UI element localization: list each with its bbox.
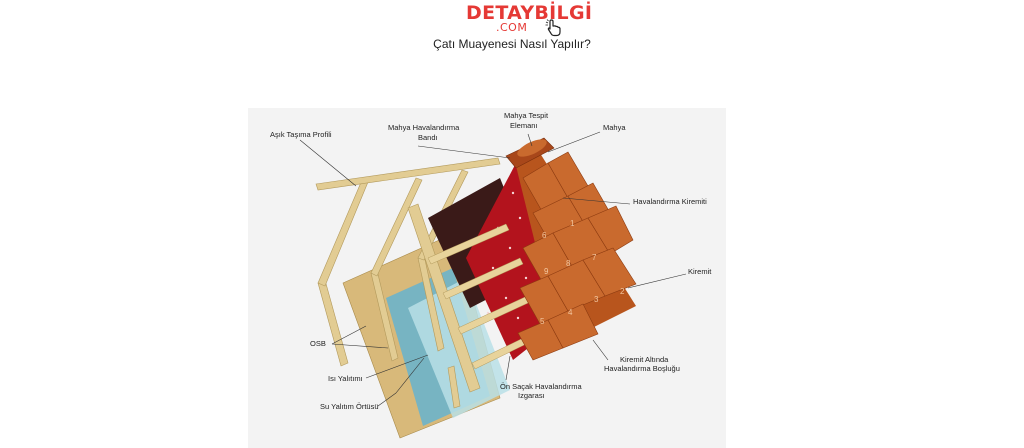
- label-kiremit-altinda-havalandirma-boslugu: Kiremit Altında: [620, 355, 669, 364]
- site-logo[interactable]: DETAYBİLGİ .COM: [466, 2, 592, 38]
- label-kiremit-altinda-havalandirma-boslugu-2: Havalandırma Boşluğu: [604, 364, 680, 373]
- label-osb: OSB: [310, 339, 326, 348]
- label-mahya-tespit-elemani: Mahya Tespit: [504, 111, 549, 120]
- label-kiremit: Kiremit: [688, 267, 712, 276]
- roof-tiles: [517, 151, 637, 361]
- roof-diagram: 1 2 3 4 5 6 7 8 9 Aşık Taşıma Profili Ma…: [248, 108, 726, 448]
- leader-line: [627, 273, 687, 289]
- leader-line: [377, 392, 397, 407]
- leader-line: [331, 343, 389, 349]
- logo-wordmark-part-1: DETAY: [466, 2, 535, 24]
- logo-wordmark-part-2: BİLGİ: [534, 2, 593, 24]
- tile-number: 7: [592, 253, 597, 262]
- diagram-labels: Aşık Taşıma Profili Mahya Havalandırma B…: [270, 111, 712, 411]
- label-su-yalitim-ortusu: Su Yalıtım Örtüsü: [320, 402, 379, 411]
- leader-line: [592, 339, 609, 361]
- leader-line: [547, 131, 601, 153]
- logo-domain: .COM: [496, 21, 528, 34]
- leader-line: [527, 133, 533, 147]
- counter-batten: [407, 203, 481, 393]
- leader-line: [331, 325, 367, 345]
- batten: [427, 223, 510, 265]
- tile-number: 1: [570, 219, 575, 228]
- tile-number: 9: [544, 267, 549, 276]
- leader-lines: [299, 131, 687, 407]
- tile-number: 8: [566, 259, 571, 268]
- rafter: [447, 365, 461, 409]
- page-title: Çatı Muayenesi Nasıl Yapılır?: [433, 37, 591, 51]
- leader-line: [299, 139, 357, 187]
- label-mahya-havalandirma-bandi-2: Bandı: [418, 133, 438, 142]
- label-mahya: Mahya: [603, 123, 626, 132]
- label-on-sacak-havalandirma-izgarasi: Ön Saçak Havalandırma: [500, 382, 583, 391]
- batten: [442, 257, 524, 300]
- leader-line: [365, 354, 429, 379]
- label-havalandirma-kiremiti: Havalandırma Kiremiti: [633, 197, 707, 206]
- roof-tile: [547, 303, 599, 349]
- roof-tile: [582, 247, 637, 297]
- pointer-hand-icon: [545, 19, 561, 37]
- tile-number: 5: [540, 317, 545, 326]
- label-on-sacak-havalandirma-izgarasi-2: Izgarası: [518, 391, 545, 400]
- leader-line: [417, 145, 511, 159]
- label-mahya-tespit-elemani-2: Elemanı: [510, 121, 538, 130]
- label-asik-tasima-profili: Aşık Taşıma Profili: [270, 130, 332, 139]
- tile-number: 2: [620, 287, 625, 296]
- label-mahya-havalandirma-bandi: Mahya Havalandırma: [388, 123, 460, 132]
- rafter: [370, 177, 423, 277]
- ridge-purlin: [315, 157, 501, 191]
- leader-line: [562, 197, 631, 205]
- logo-wordmark: DETAYBİLGİ: [466, 2, 592, 24]
- tile-number: 6: [542, 231, 547, 240]
- tile-number: 4: [568, 308, 573, 317]
- ridge-tile: [517, 139, 547, 157]
- leader-line: [505, 355, 511, 381]
- label-isi-yalitimi: Isı Yalıtımı: [328, 374, 363, 383]
- tile-numbers: 1 2 3 4 5 6 7 8 9: [540, 219, 625, 326]
- tile-number: 3: [594, 295, 599, 304]
- roof-tile: [587, 205, 634, 255]
- leader-line: [395, 357, 425, 394]
